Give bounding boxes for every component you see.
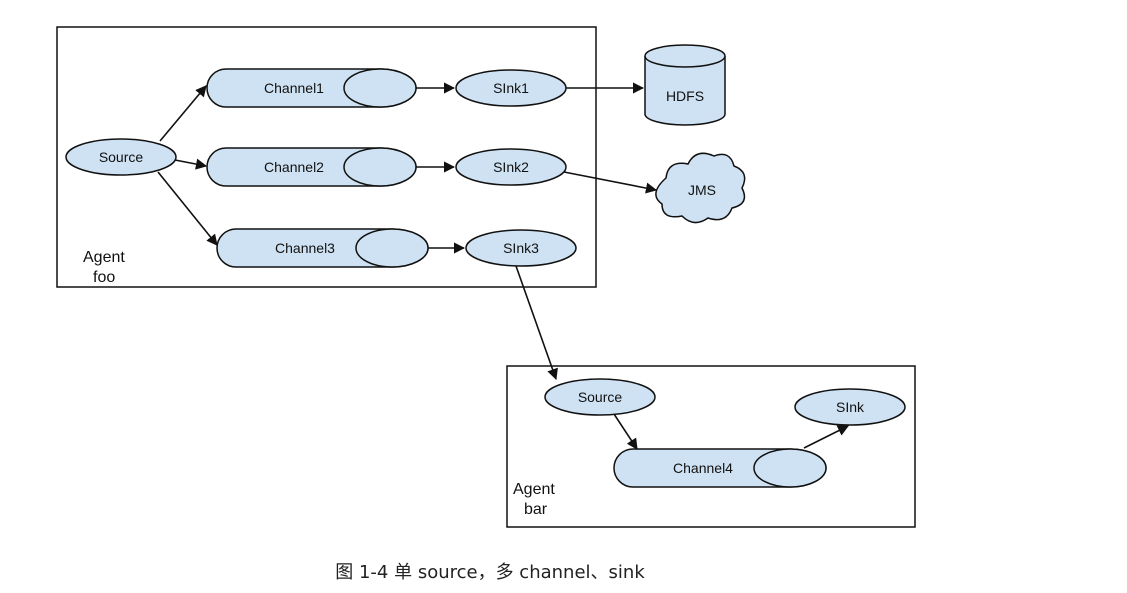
- agent-foo-label-line1: Agent: [83, 249, 125, 266]
- agent-foo-box: [56, 26, 597, 288]
- edge-sink2-jms: [563, 171, 658, 194]
- agent-bar-label-line2: bar: [524, 501, 548, 518]
- hdfs-label: HDFS: [666, 88, 704, 104]
- jms-label: JMS: [688, 182, 716, 198]
- foo-source-node: Source: [65, 138, 177, 176]
- channel2-node: Channel2: [206, 147, 417, 187]
- channel3-label: Channel3: [275, 240, 335, 256]
- channel4-label: Channel4: [673, 460, 733, 476]
- bar-source-label: Source: [578, 389, 623, 405]
- agent-bar-box: [506, 365, 916, 528]
- bar-sink-label: SInk: [836, 399, 865, 415]
- edge-channel4-bar-sink: [803, 425, 850, 449]
- hdfs-cylinder-node: HDFS: [644, 44, 726, 126]
- jms-cloud-node: JMS: [655, 152, 746, 224]
- sink1-label: SInk1: [493, 80, 529, 96]
- figure-caption: 图 1-4 单 source，多 channel、sink: [335, 562, 645, 583]
- channel3-node: Channel3: [216, 228, 429, 268]
- sink3-node: SInk3: [465, 229, 577, 267]
- channel2-label: Channel2: [264, 159, 324, 175]
- agent-bar-label-line1: Agent: [513, 481, 555, 498]
- sink2-label: SInk2: [493, 159, 529, 175]
- bar-source-node: Source: [544, 378, 656, 416]
- foo-source-label: Source: [99, 149, 144, 165]
- edge-source-channel2: [174, 158, 208, 170]
- edge-source-channel1: [159, 85, 207, 142]
- channel1-label: Channel1: [264, 80, 324, 96]
- edge-sink3-bar-source: [515, 265, 558, 381]
- sink2-node: SInk2: [455, 148, 567, 186]
- channel1-node: Channel1: [206, 68, 417, 108]
- edge-source-channel3: [157, 171, 218, 246]
- sink1-node: SInk1: [455, 69, 567, 107]
- channel4-node: Channel4: [613, 448, 827, 488]
- bar-sink-node: SInk: [794, 388, 906, 426]
- sink3-label: SInk3: [503, 240, 539, 256]
- agent-foo-label-line2: foo: [93, 269, 115, 286]
- edge-bar-source-channel4: [613, 413, 638, 450]
